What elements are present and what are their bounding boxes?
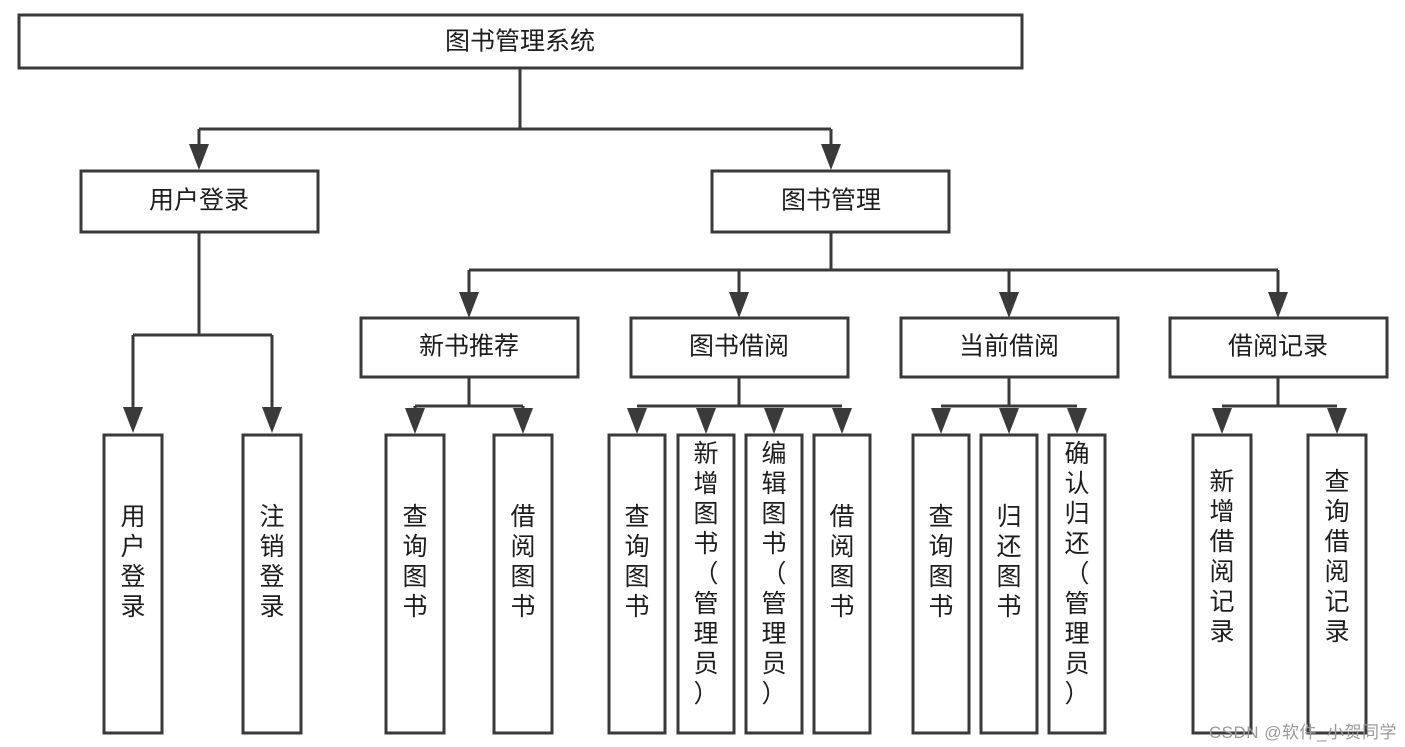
node-book-manage-box[interactable] xyxy=(710,169,951,234)
arrow-to-book-borrow xyxy=(729,292,749,318)
arrow-to-leaf-confirm-return xyxy=(1067,408,1087,434)
node-book-borrow-box[interactable] xyxy=(629,316,850,379)
leaf-user-logout[interactable]: 注销登录 xyxy=(241,433,303,735)
node-current-borrow-label: 当前借阅 xyxy=(959,333,1059,361)
csdn-watermark: CSDN @软件_小贺同学 xyxy=(1208,723,1397,742)
connector-group-user-login-to-leaves xyxy=(123,232,282,433)
node-current-borrow[interactable]: 当前借阅 xyxy=(899,316,1120,379)
leaf-query-book-1-box[interactable] xyxy=(384,433,446,735)
leaf-borrow-book-1[interactable]: 借阅图书 xyxy=(492,433,554,735)
leaf-user-logout-label: 注销登录 xyxy=(259,503,284,621)
leaf-return-book-box[interactable] xyxy=(979,433,1039,735)
leaf-confirm-return[interactable]: 确认归还（管理员） xyxy=(1047,433,1107,735)
node-book-borrow-label: 图书借阅 xyxy=(689,333,789,361)
leaf-user-login-box[interactable] xyxy=(102,433,164,735)
node-new-book-recommend-label: 新书推荐 xyxy=(419,333,519,361)
node-borrow-record-label: 借阅记录 xyxy=(1228,333,1328,361)
leaf-query-book-2-label: 查询图书 xyxy=(624,503,649,621)
leaf-user-login[interactable]: 用户登录 xyxy=(102,433,164,735)
node-new-book-recommend[interactable]: 新书推荐 xyxy=(359,316,580,379)
leaf-add-book-box[interactable] xyxy=(676,433,736,735)
node-root-label: 图书管理系统 xyxy=(445,28,595,56)
leaf-add-book[interactable]: 新增图书（管理员） xyxy=(676,433,736,735)
node-book-manage-label: 图书管理 xyxy=(781,187,881,215)
node-borrow-record-box[interactable] xyxy=(1168,316,1389,379)
arrow-to-leaf-edit-book xyxy=(764,408,784,434)
leaf-borrow-book-2-box[interactable] xyxy=(812,433,872,735)
arrow-to-leaf-query-book-1 xyxy=(405,408,425,434)
arrow-to-leaf-query-book-3 xyxy=(931,408,951,434)
leaf-query-book-3[interactable]: 查询图书 xyxy=(911,433,971,735)
leaf-query-book-2[interactable]: 查询图书 xyxy=(607,433,667,735)
leaf-query-book-2-box[interactable] xyxy=(607,433,667,735)
leaf-user-logout-box[interactable] xyxy=(241,433,303,735)
node-book-borrow[interactable]: 图书借阅 xyxy=(629,316,850,379)
node-book-manage[interactable]: 图书管理 xyxy=(710,169,951,234)
leaf-query-record-label: 查询借阅记录 xyxy=(1324,468,1349,646)
connector-group-new-book-to-leaves xyxy=(405,377,533,434)
arrow-to-user-login xyxy=(189,144,209,170)
leaf-query-book-1[interactable]: 查询图书 xyxy=(384,433,446,735)
leaf-add-record[interactable]: 新增借阅记录 xyxy=(1191,433,1253,735)
arrow-to-book-manage xyxy=(821,144,841,170)
leaf-query-book-3-box[interactable] xyxy=(911,433,971,735)
leaf-query-book-1-label: 查询图书 xyxy=(402,503,427,621)
arrow-to-new-book xyxy=(459,292,479,318)
arrow-to-leaf-user-logout xyxy=(262,407,282,433)
leaf-confirm-return-box[interactable] xyxy=(1047,433,1107,735)
node-user-login-box[interactable] xyxy=(79,169,320,234)
arrow-to-leaf-add-record xyxy=(1212,408,1232,434)
connector-group-root-to-level1 xyxy=(189,68,841,170)
leaf-query-record-box[interactable] xyxy=(1306,433,1368,735)
leaf-borrow-book-2[interactable]: 借阅图书 xyxy=(812,433,872,735)
node-root[interactable]: 图书管理系统 xyxy=(17,13,1024,70)
leaf-query-record[interactable]: 查询借阅记录 xyxy=(1306,433,1368,735)
node-new-book-recommend-box[interactable] xyxy=(359,316,580,379)
node-borrow-record[interactable]: 借阅记录 xyxy=(1168,316,1389,379)
arrow-to-leaf-borrow-book-1 xyxy=(513,408,533,434)
leaf-edit-book-box[interactable] xyxy=(744,433,804,735)
leaf-borrow-book-1-label: 借阅图书 xyxy=(510,503,535,621)
leaf-edit-book[interactable]: 编辑图书（管理员） xyxy=(744,433,804,735)
leaf-query-book-3-label: 查询图书 xyxy=(928,503,953,621)
leaf-add-record-box[interactable] xyxy=(1191,433,1253,735)
leaf-confirm-return-label: 确认归还（管理员） xyxy=(1064,440,1089,708)
leaf-borrow-book-2-label: 借阅图书 xyxy=(829,503,854,621)
arrow-to-leaf-borrow-book-2 xyxy=(832,408,852,434)
connector-group-current-borrow-to-leaves xyxy=(931,377,1087,434)
connector-group-borrow-record-to-leaves xyxy=(1212,377,1347,434)
leaf-edit-book-label: 编辑图书（管理员） xyxy=(761,440,786,708)
arrow-to-leaf-return-book xyxy=(999,408,1019,434)
node-user-login-label: 用户登录 xyxy=(149,187,249,215)
leaf-add-record-label: 新增借阅记录 xyxy=(1209,468,1234,646)
node-user-login[interactable]: 用户登录 xyxy=(79,169,320,234)
arrow-to-borrow-record xyxy=(1268,292,1288,318)
leaf-add-book-label: 新增图书（管理员） xyxy=(693,440,718,708)
arrow-to-leaf-add-book xyxy=(696,408,716,434)
leaf-return-book[interactable]: 归还图书 xyxy=(979,433,1039,735)
arrow-to-leaf-query-book-2 xyxy=(627,408,647,434)
arrow-to-leaf-query-record xyxy=(1327,408,1347,434)
leaf-borrow-book-1-box[interactable] xyxy=(492,433,554,735)
arrow-to-leaf-user-login xyxy=(123,407,143,433)
connector-group-book-borrow-to-leaves xyxy=(627,377,852,434)
leaf-return-book-label: 归还图书 xyxy=(996,503,1021,621)
node-root-box[interactable] xyxy=(17,13,1024,70)
arrow-to-current-borrow xyxy=(999,292,1019,318)
connector-group-book-manage-to-level2 xyxy=(459,232,1288,318)
leaf-user-login-label: 用户登录 xyxy=(120,503,145,621)
node-current-borrow-box[interactable] xyxy=(899,316,1120,379)
